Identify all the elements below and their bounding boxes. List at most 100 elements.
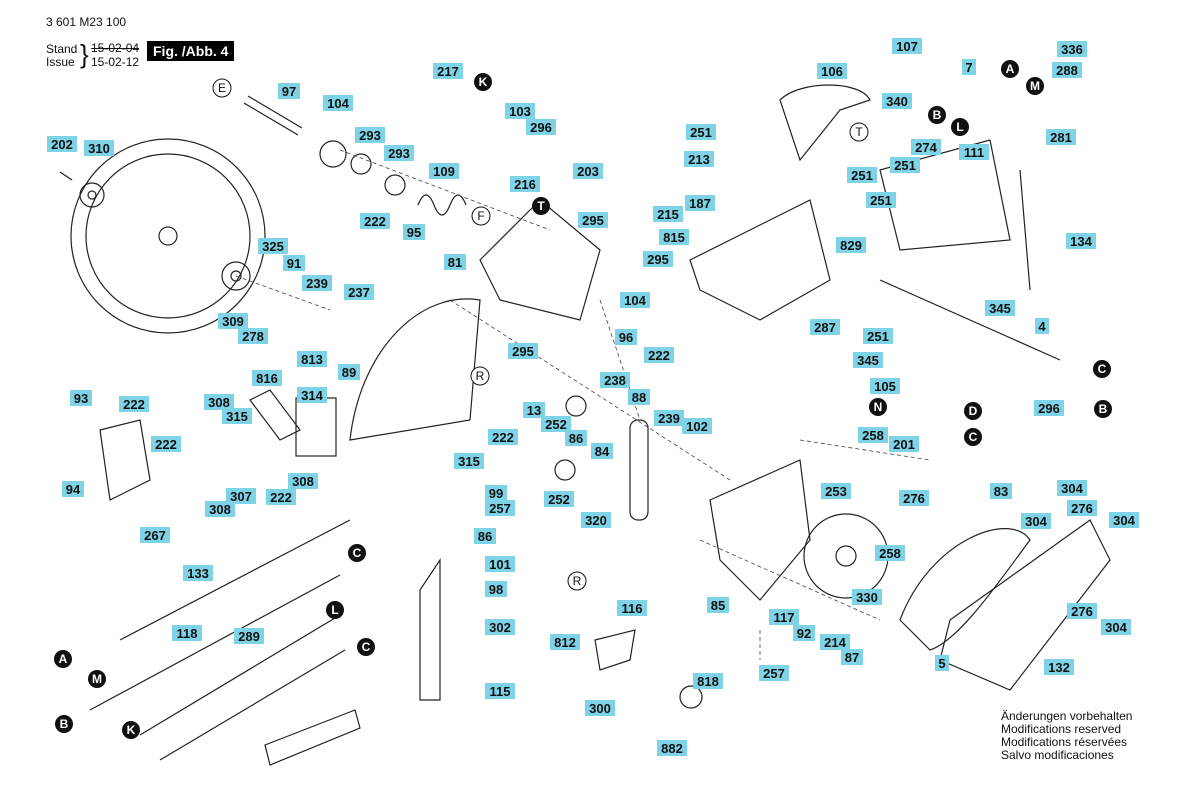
part-label-239: 239 bbox=[654, 410, 684, 426]
svg-text:13: 13 bbox=[527, 403, 541, 418]
part-label-252: 252 bbox=[544, 491, 574, 507]
svg-text:257: 257 bbox=[763, 666, 785, 681]
part-label-104: 104 bbox=[620, 292, 650, 308]
reference-letter-M: M bbox=[88, 670, 106, 688]
part-label-222: 222 bbox=[266, 489, 296, 505]
svg-text:222: 222 bbox=[155, 437, 177, 452]
reference-letter-K: K bbox=[474, 73, 492, 91]
inner-flange bbox=[221, 261, 251, 291]
svg-text:276: 276 bbox=[903, 491, 925, 506]
svg-text:L: L bbox=[956, 120, 963, 134]
part-label-251: 251 bbox=[866, 192, 896, 208]
svg-text:251: 251 bbox=[851, 168, 873, 183]
part-label-304: 304 bbox=[1109, 512, 1139, 528]
svg-text:274: 274 bbox=[915, 140, 937, 155]
part-label-215: 215 bbox=[653, 206, 683, 222]
part-label-308: 308 bbox=[204, 394, 234, 410]
part-label-296: 296 bbox=[1034, 400, 1064, 416]
part-label-217: 217 bbox=[433, 63, 463, 79]
part-label-96: 96 bbox=[615, 329, 637, 345]
brace-glyph: } bbox=[80, 39, 89, 69]
part-label-118: 118 bbox=[172, 625, 202, 641]
part-label-304: 304 bbox=[1057, 480, 1087, 496]
part-label-302: 302 bbox=[485, 619, 515, 635]
part-label-4: 4 bbox=[1035, 318, 1049, 334]
svg-text:D: D bbox=[969, 404, 978, 418]
notice-line-en: Modifications reserved bbox=[1001, 722, 1122, 736]
part-label-222: 222 bbox=[360, 213, 390, 229]
cord-118 bbox=[159, 649, 346, 761]
svg-text:115: 115 bbox=[490, 684, 511, 699]
svg-text:A: A bbox=[1006, 62, 1015, 76]
washer-104 bbox=[319, 140, 347, 168]
blade-guard bbox=[349, 298, 481, 441]
part-label-315: 315 bbox=[454, 453, 484, 469]
svg-text:278: 278 bbox=[242, 329, 264, 344]
svg-text:296: 296 bbox=[1038, 401, 1060, 416]
svg-text:325: 325 bbox=[262, 239, 284, 254]
svg-text:133: 133 bbox=[187, 566, 209, 581]
svg-text:320: 320 bbox=[585, 513, 607, 528]
svg-text:R: R bbox=[476, 369, 485, 383]
bearing-293a bbox=[350, 153, 372, 175]
reference-letter-A: A bbox=[54, 650, 72, 668]
part-label-816: 816 bbox=[252, 370, 282, 386]
notice-line-fr: Modifications réservées bbox=[1001, 735, 1128, 749]
svg-text:215: 215 bbox=[657, 207, 679, 222]
svg-text:239: 239 bbox=[658, 411, 680, 426]
part-label-289: 289 bbox=[234, 628, 264, 644]
part-label-92: 92 bbox=[793, 625, 815, 641]
gear-housing bbox=[479, 199, 601, 321]
svg-text:239: 239 bbox=[306, 276, 328, 291]
part-label-85: 85 bbox=[707, 597, 729, 613]
reference-letter-E: E bbox=[212, 78, 232, 98]
svg-text:101: 101 bbox=[489, 557, 511, 572]
part-label-222: 222 bbox=[488, 429, 518, 445]
part-label-281: 281 bbox=[1046, 129, 1076, 145]
part-label-93: 93 bbox=[70, 390, 92, 406]
part-label-295: 295 bbox=[643, 251, 673, 267]
svg-text:217: 217 bbox=[437, 64, 459, 79]
part-label-222: 222 bbox=[151, 436, 181, 452]
svg-text:302: 302 bbox=[489, 620, 511, 635]
svg-text:304: 304 bbox=[1113, 513, 1135, 528]
svg-text:295: 295 bbox=[582, 213, 604, 228]
part-label-320: 320 bbox=[581, 512, 611, 528]
svg-text:99: 99 bbox=[489, 486, 503, 501]
svg-text:201: 201 bbox=[893, 437, 915, 452]
part-label-91: 91 bbox=[283, 255, 305, 271]
svg-text:202: 202 bbox=[51, 137, 73, 152]
reference-letter-L: L bbox=[326, 601, 344, 619]
svg-text:K: K bbox=[127, 723, 136, 737]
part-label-251: 251 bbox=[863, 328, 893, 344]
svg-text:105: 105 bbox=[874, 379, 896, 394]
svg-text:251: 251 bbox=[690, 125, 712, 140]
svg-text:304: 304 bbox=[1025, 514, 1047, 529]
stand-label: Stand bbox=[46, 42, 78, 56]
svg-text:187: 187 bbox=[689, 196, 711, 211]
svg-text:252: 252 bbox=[548, 492, 570, 507]
svg-text:287: 287 bbox=[814, 320, 836, 335]
gearbox-housing bbox=[709, 459, 811, 601]
part-label-308: 308 bbox=[205, 501, 235, 517]
part-label-813: 813 bbox=[297, 351, 327, 367]
part-label-345: 345 bbox=[853, 352, 883, 368]
svg-text:86: 86 bbox=[478, 529, 492, 544]
reference-letter-K: K bbox=[122, 721, 140, 739]
reference-letter-D: D bbox=[964, 402, 982, 420]
reference-letter-R: R bbox=[567, 571, 587, 591]
part-label-818: 818 bbox=[693, 673, 723, 689]
part-label-251: 251 bbox=[890, 157, 920, 173]
part-label-116: 116 bbox=[617, 600, 647, 616]
svg-text:293: 293 bbox=[359, 128, 381, 143]
figure-label: Fig. /Abb. 4 bbox=[147, 41, 235, 61]
svg-text:97: 97 bbox=[282, 84, 296, 99]
svg-text:C: C bbox=[1098, 362, 1107, 376]
notice-line-de: Änderungen vorbehalten bbox=[1001, 709, 1133, 723]
part-label-213: 213 bbox=[684, 151, 714, 167]
part-label-237: 237 bbox=[344, 284, 374, 300]
svg-text:345: 345 bbox=[857, 353, 879, 368]
svg-text:C: C bbox=[362, 640, 371, 654]
